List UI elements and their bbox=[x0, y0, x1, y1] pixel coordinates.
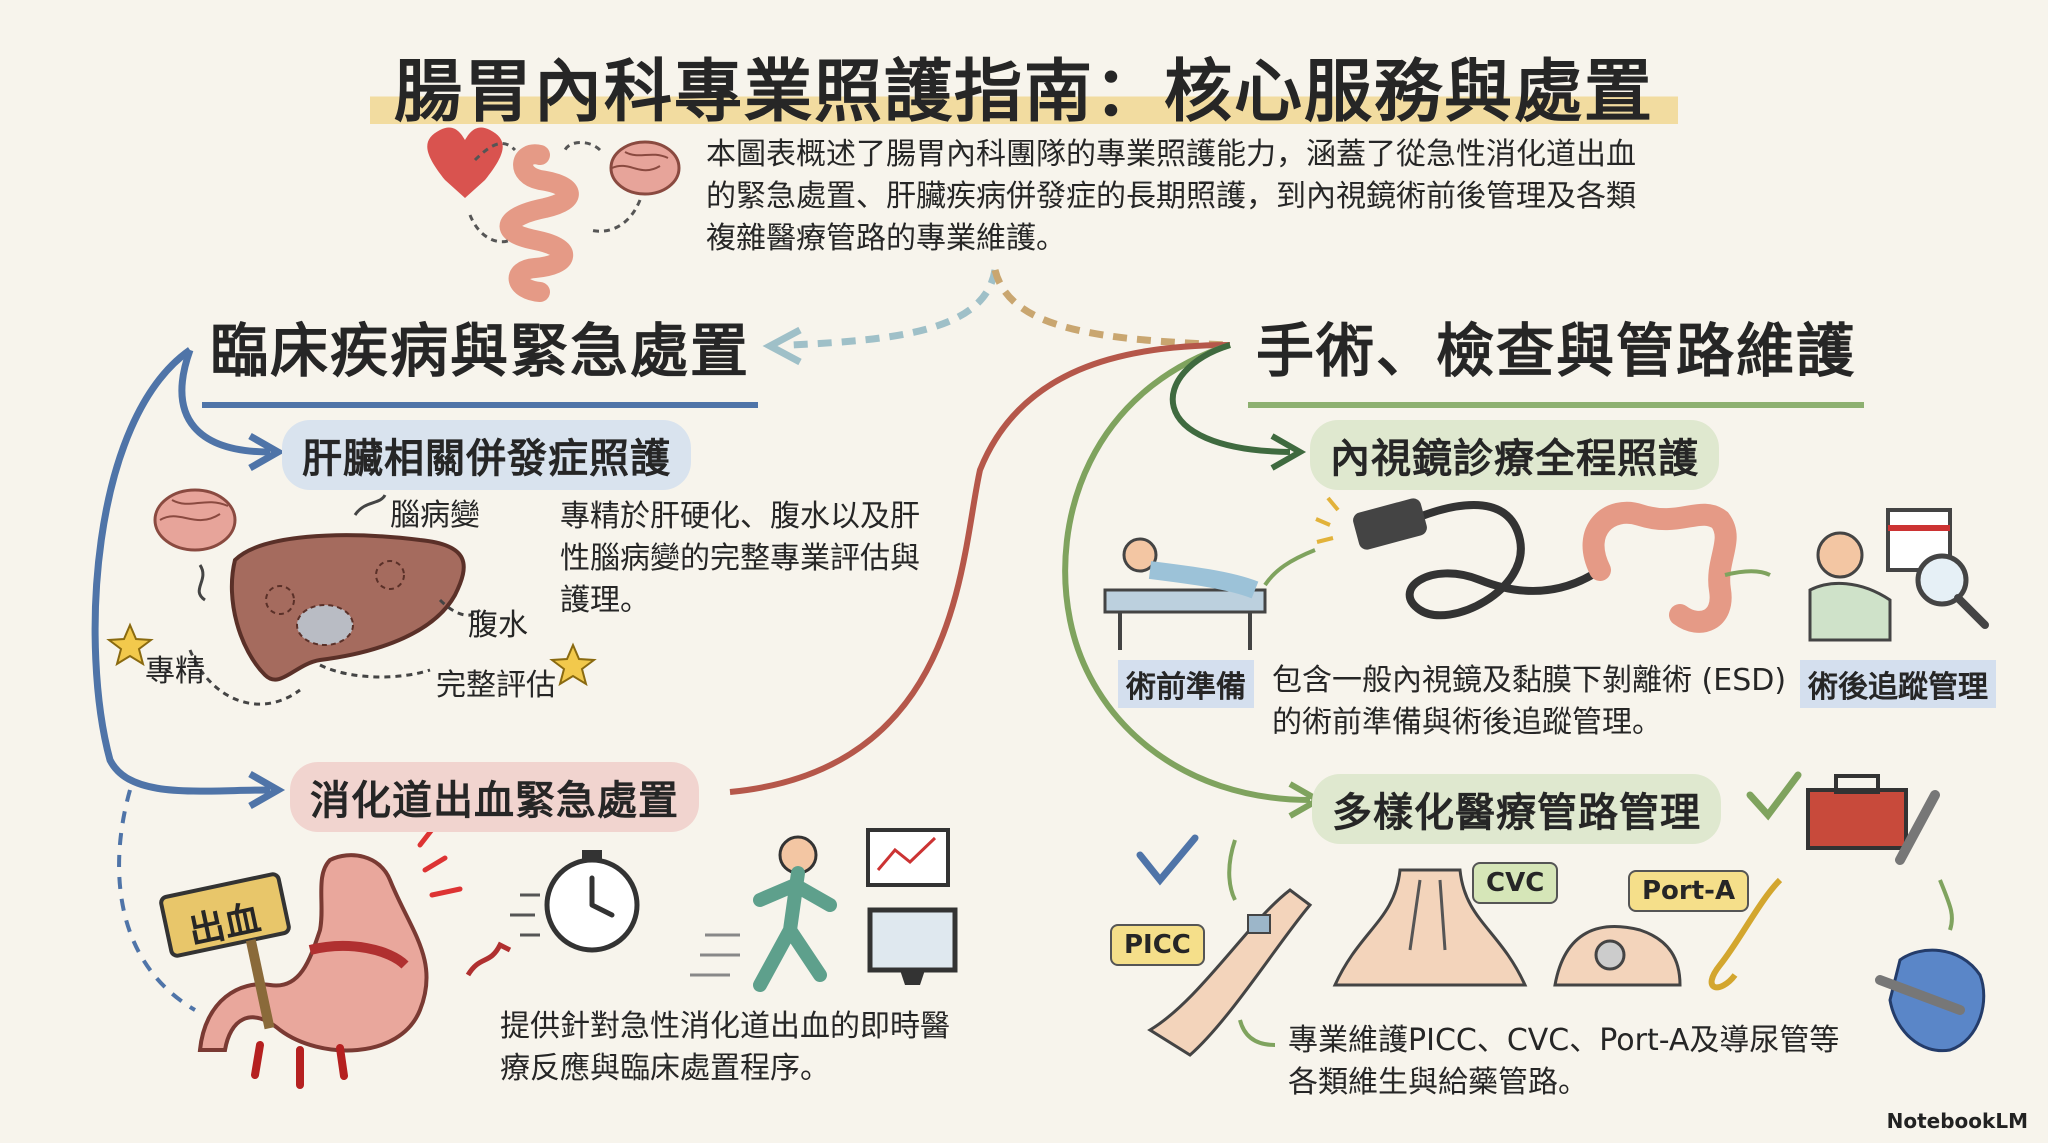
connector-bleed-dash bbox=[117, 789, 197, 1012]
connector-to-left bbox=[789, 269, 999, 349]
connector-bleeding-right bbox=[729, 342, 1231, 795]
section-title-clinical: 臨床疾病與緊急處置 bbox=[202, 304, 759, 408]
arrow-left-head bbox=[762, 326, 802, 366]
medical-lines-title: 多樣化醫療管路管理 bbox=[1312, 774, 1721, 844]
endoscopy-care-title: 內視鏡診療全程照護 bbox=[1310, 420, 1719, 490]
liver-icon bbox=[229, 533, 466, 682]
liver-care-desc: 專精於肝硬化、腹水以及肝性腦病變的完整專業評估與護理。 bbox=[560, 499, 920, 618]
tag-picc: PICC bbox=[1110, 924, 1205, 966]
gi-bleeding-desc: 提供針對急性消化道出血的即時醫療反應與臨床處置程序。 bbox=[500, 1009, 950, 1086]
section-title-procedures: 手術、檢查與管路維護 bbox=[1248, 304, 1865, 408]
arm-picc-icon bbox=[1147, 888, 1313, 1057]
connector-to-endoscopy bbox=[1169, 342, 1291, 455]
brain-icon bbox=[609, 140, 681, 196]
chart-board-icon bbox=[866, 828, 950, 887]
connector-right-main bbox=[1062, 342, 1311, 803]
intestine-icon bbox=[1582, 501, 1737, 633]
monitor-icon bbox=[867, 907, 958, 973]
neck-cvc-icon bbox=[1332, 868, 1528, 987]
connector-left-main bbox=[91, 347, 271, 795]
magnifier-icon bbox=[1915, 553, 1969, 607]
catheter-icon bbox=[1708, 877, 1783, 991]
tag-cvc: CVC bbox=[1472, 862, 1559, 904]
label-ascites: 腹水 bbox=[468, 608, 528, 643]
page-title: 腸胃內科專業照護指南：核心服務與處置 bbox=[0, 36, 2048, 135]
arrow-to-bleeding bbox=[248, 770, 286, 810]
patient-bed-icon bbox=[1103, 537, 1267, 650]
port-a-icon bbox=[1553, 925, 1682, 987]
notebooklm-watermark: NotebookLM bbox=[1886, 1109, 2028, 1133]
wrench-icon bbox=[1895, 790, 1940, 865]
intestine-icon bbox=[499, 144, 579, 302]
label-specialty: 專精 bbox=[145, 654, 205, 689]
star-icon bbox=[106, 622, 154, 667]
label-pre-op: 術前準備 bbox=[1118, 660, 1254, 708]
endoscope-icon bbox=[1388, 501, 1603, 620]
running-doctor-icon bbox=[753, 835, 837, 992]
endoscopy-care-desc: 包含一般內視鏡及黏膜下剝離術 (ESD) 的術前準備與術後追蹤管理。 bbox=[1272, 663, 1787, 740]
trend-arrow-icon bbox=[465, 941, 512, 977]
label-post-op: 術後追蹤管理 bbox=[1800, 660, 1996, 708]
connector-to-liver bbox=[178, 348, 271, 456]
medical-lines-desc: 專業維護PICC、CVC、Port-A及導尿管等各類維生與給藥管路。 bbox=[1288, 1023, 1840, 1100]
connector-to-right bbox=[991, 269, 1231, 349]
heart-icon bbox=[427, 127, 503, 198]
arrow-to-liver bbox=[248, 432, 286, 472]
intro-text: 本圖表概述了腸胃內科團隊的專業照護能力，涵蓋了從急性消化道出血的緊急處置、肝臟疾… bbox=[706, 137, 1636, 256]
recovering-patient-icon bbox=[1808, 531, 1892, 642]
toolbox-icon bbox=[1806, 774, 1908, 850]
bleeding-sign bbox=[159, 872, 291, 1030]
label-encephalopathy: 腦病變 bbox=[390, 498, 480, 533]
checkmark-icon bbox=[1136, 834, 1199, 886]
tag-port-a: Port-A bbox=[1628, 870, 1750, 912]
checkmark-icon bbox=[1746, 771, 1802, 821]
liver-care-title: 肝臟相關併發症照護 bbox=[282, 420, 691, 490]
label-assessment: 完整評估 bbox=[436, 668, 556, 703]
gi-bleeding-title: 消化道出血緊急處置 bbox=[290, 762, 699, 832]
star-icon bbox=[549, 642, 597, 687]
arrow-to-endoscopy bbox=[1270, 433, 1307, 471]
